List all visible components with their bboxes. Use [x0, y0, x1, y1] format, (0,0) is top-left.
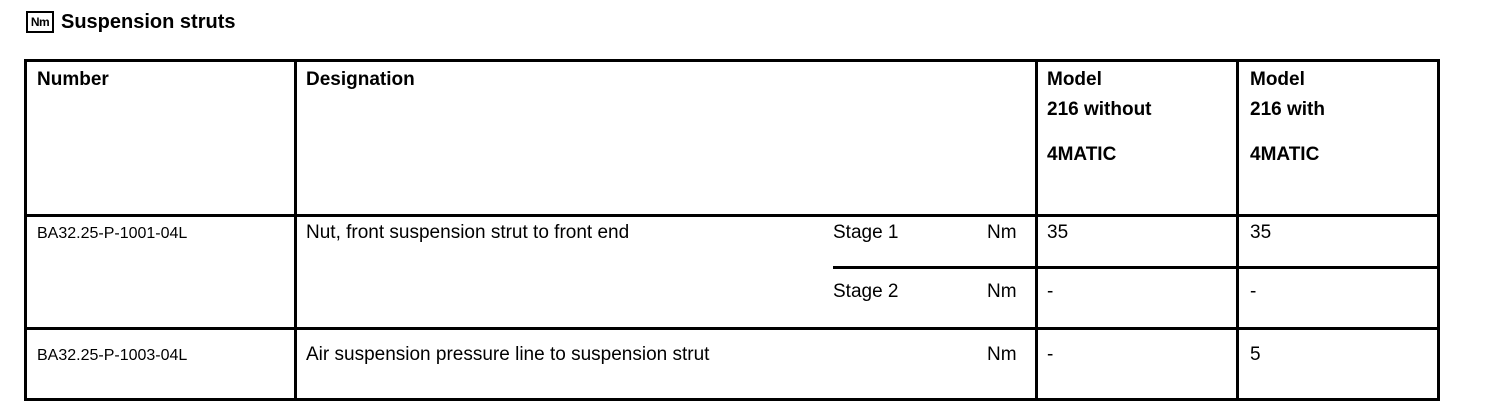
row2-number: BA32.25-P-1003-04L [37, 347, 188, 364]
row2-designation: Air suspension pressure line to suspensi… [306, 344, 710, 365]
row2-with: 5 [1250, 344, 1261, 365]
section-title-row: Nm Suspension struts [26, 8, 235, 36]
torque-table: Number Designation Model 216 without 4MA… [24, 59, 1440, 401]
row1-stage1-with: 35 [1250, 222, 1272, 243]
row1-stage2-unit: Nm [987, 281, 1017, 302]
header-with-line1: Model [1250, 69, 1305, 90]
row2-without: - [1047, 344, 1054, 365]
header-number: Number [37, 69, 109, 90]
stage-divider-rule [833, 266, 1437, 269]
row1-stage2-with: - [1250, 281, 1257, 302]
row2-unit: Nm [987, 344, 1017, 365]
row-divider-rule [27, 327, 1437, 330]
col-divider-model [1236, 62, 1239, 398]
col-divider-number [294, 62, 297, 398]
header-with-line3: 4MATIC [1250, 144, 1320, 165]
header-without-line2: 216 without [1047, 99, 1152, 120]
row1-stage2-without: - [1047, 281, 1054, 302]
header-bottom-rule [27, 214, 1437, 217]
row1-stage1-without: 35 [1047, 222, 1069, 243]
row1-number: BA32.25-P-1001-04L [37, 225, 188, 242]
torque-nm-icon: Nm [26, 11, 54, 33]
header-with-line2: 216 with [1250, 99, 1325, 120]
header-without-line3: 4MATIC [1047, 144, 1117, 165]
row1-designation: Nut, front suspension strut to front end [306, 222, 630, 243]
col-divider-designation [1035, 62, 1038, 398]
header-designation: Designation [306, 69, 415, 90]
row1-stage2-label: Stage 2 [833, 281, 899, 302]
row1-stage1-unit: Nm [987, 222, 1017, 243]
header-without-line1: Model [1047, 69, 1102, 90]
section-title: Suspension struts [61, 11, 236, 33]
row1-stage1-label: Stage 1 [833, 222, 899, 243]
